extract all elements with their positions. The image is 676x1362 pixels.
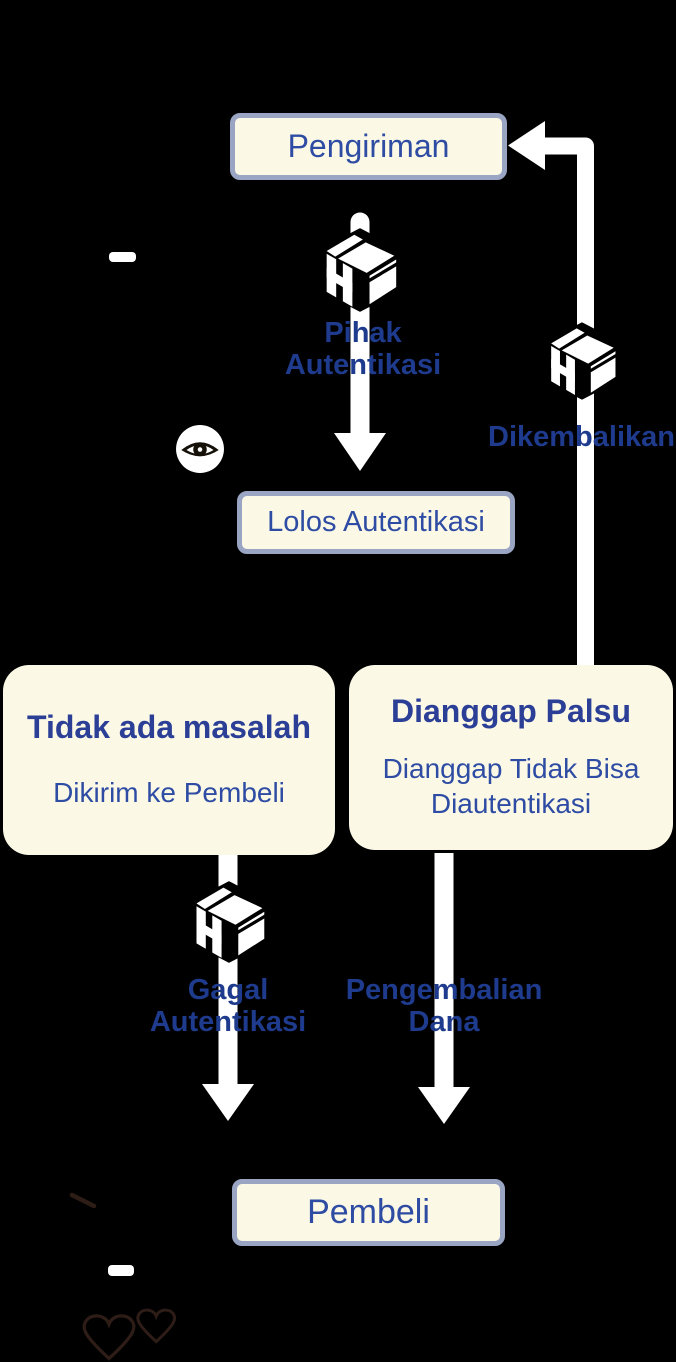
card-dianggap-palsu-title: Dianggap Palsu (390, 692, 632, 729)
card-dianggap-palsu: Dianggap Palsu Dianggap Tidak Bisa Diaut… (349, 665, 673, 850)
node-pembeli: Pembeli (232, 1179, 505, 1246)
node-lolos-autentikasi: Lolos Autentikasi (237, 491, 515, 554)
node-lolos-autentikasi-label: Lolos Autentikasi (267, 506, 485, 538)
node-pembeli-label: Pembeli (307, 1193, 430, 1231)
package-icon (190, 881, 268, 963)
node-pengiriman-label: Pengiriman (287, 128, 450, 164)
eye-icon (176, 425, 224, 473)
card-dianggap-palsu-subtitle: Dianggap Tidak Bisa Diautentikasi (382, 753, 640, 820)
node-pengiriman: Pengiriman (230, 113, 507, 180)
edge-label-pengembalian-dana: Pengembalian Dana (345, 974, 543, 1039)
card-no-problem-title: Tidak ada masalah (27, 708, 311, 745)
edge-label-pihak-autentikasi: Pihak Autentikasi (284, 317, 442, 382)
package-icon (545, 322, 619, 400)
dash-mark (109, 252, 136, 262)
edge-label-gagal-autentikasi: Gagal Autentikasi (149, 974, 307, 1039)
hearts-icon (82, 1308, 177, 1361)
diagonal-stroke (69, 1192, 97, 1209)
package-icon (320, 228, 400, 312)
card-no-problem-subtitle: Dikirim ke Pembeli (53, 777, 285, 809)
dash-mark (108, 1265, 134, 1276)
edge-label-dikembalikan: Dikembalikan (488, 421, 675, 453)
card-no-problem: Tidak ada masalah Dikirim ke Pembeli (3, 665, 335, 855)
